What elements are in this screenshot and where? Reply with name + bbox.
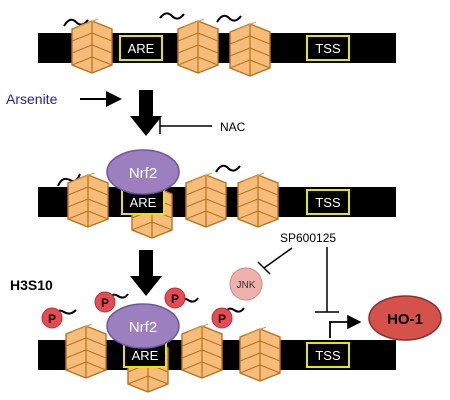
- svg-text:P: P: [48, 312, 56, 326]
- phospho-mark: P: [211, 307, 233, 329]
- sp600125-label: SP600125: [280, 231, 336, 245]
- transcription-arrow: [329, 314, 362, 338]
- nrf2-label: Nrf2: [129, 319, 157, 336]
- nucleosome: [181, 323, 223, 379]
- are-label: ARE: [128, 41, 155, 56]
- svg-text:P: P: [218, 312, 226, 326]
- are-label: ARE: [132, 348, 159, 363]
- are-box: [119, 35, 163, 61]
- tss-label: TSS: [315, 195, 341, 210]
- row-1-chromatin: ARE TSS: [38, 12, 396, 77]
- are-label: ARE: [130, 195, 157, 210]
- big-arrow-down: [130, 90, 162, 136]
- nucleosome: [71, 18, 113, 74]
- nucleosome: [229, 21, 271, 77]
- nucleosome: [177, 18, 219, 74]
- tss-label: TSS: [315, 348, 341, 363]
- h3s10-label: H3S10: [10, 277, 53, 293]
- nucleosome: [237, 172, 279, 228]
- tss-box: [306, 35, 350, 61]
- row-2-chromatin: ARE TSS Nrf2: [38, 149, 396, 239]
- ho1-label: HO-1: [387, 311, 423, 328]
- arsenite-label: Arsenite: [6, 91, 58, 107]
- sp600125-jnk-inhibition: [257, 247, 293, 275]
- phospho-mark: P: [94, 291, 116, 313]
- tss-label: TSS: [315, 41, 341, 56]
- big-arrow-down: [130, 250, 162, 296]
- jnk-label: JNK: [237, 280, 256, 291]
- tss-box: [306, 342, 350, 368]
- row-3-chromatin: ARE TSS Nrf2 P P P P: [38, 287, 396, 393]
- nac-inhibition: [159, 118, 212, 134]
- ho1-node: [368, 295, 442, 341]
- nucleosome: [65, 323, 107, 379]
- tss-box: [306, 189, 350, 215]
- phospho-mark: P: [41, 307, 63, 329]
- phospho-mark: P: [164, 287, 186, 309]
- svg-text:P: P: [101, 296, 109, 310]
- svg-text:P: P: [171, 292, 179, 306]
- jnk-node: [229, 267, 263, 301]
- nrf2-oval: [106, 149, 180, 195]
- nucleosome: [239, 326, 281, 382]
- nrf2-oval: [106, 303, 180, 349]
- nac-label: NAC: [220, 120, 246, 134]
- nrf2-label: Nrf2: [129, 165, 157, 182]
- sp600125-tss-inhibition: [315, 247, 339, 313]
- nucleosome: [185, 172, 227, 228]
- nucleosome: [67, 172, 109, 228]
